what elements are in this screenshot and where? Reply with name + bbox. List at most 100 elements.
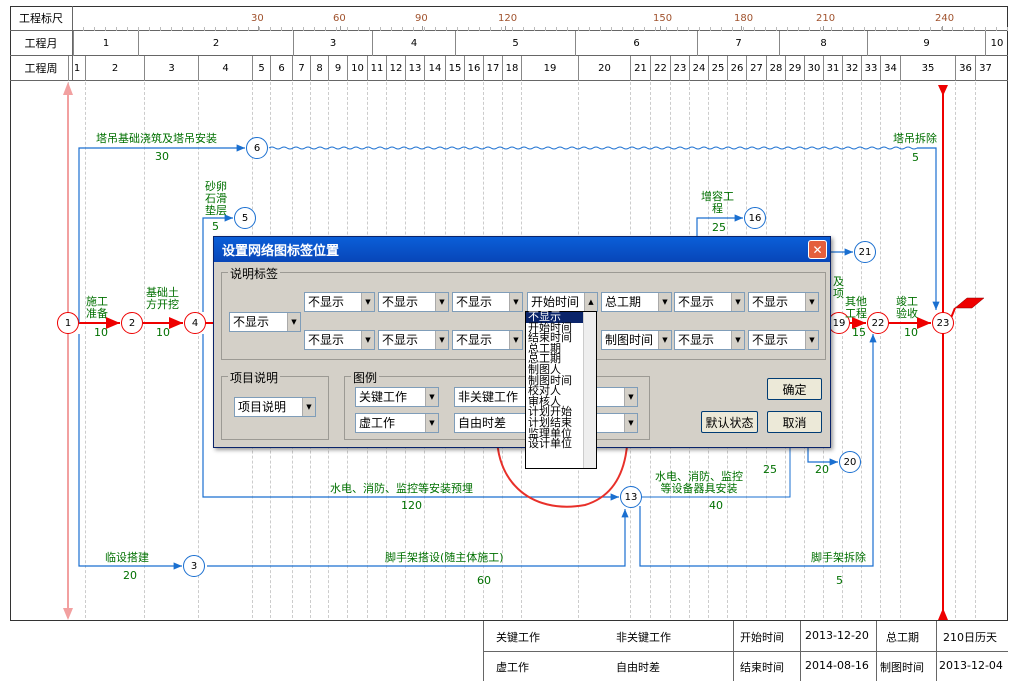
dropdown-option[interactable]: 校对人 [528,384,561,398]
label-jiaoshou-cc: 脚手架拆除 [811,551,866,564]
chevron-down-icon: ▼ [658,293,671,311]
node-13[interactable]: 13 [620,486,642,508]
dropdown-option[interactable]: 监理单位 [528,426,572,440]
label-select-row1-6[interactable]: 不显示▼ [748,292,819,312]
chevron-down-icon: ▲ [584,293,597,311]
ok-button[interactable]: 确定 [767,378,822,400]
legend-group: 图例 [344,369,650,440]
label-dropdown-list[interactable]: 不显示开始时间结束时间总工期总工期制图人制图时间校对人审核人计划开始计划结束监理… [525,311,597,469]
dialog-titlebar[interactable]: 设置网络图标签位置 ✕ [214,237,830,262]
dropdown-option[interactable]: 结束时间 [528,331,572,345]
close-icon[interactable]: ✕ [808,240,827,259]
total-value: 210日历天 [943,631,997,644]
week-cell: 19 [521,56,578,81]
node-20[interactable]: 20 [839,451,861,473]
week-cell: 35 [900,56,955,81]
scale-tick: 90 [415,13,428,24]
node-5[interactable]: 5 [234,207,256,229]
label-select-row1-1[interactable]: 不显示▼ [378,292,449,312]
label-select-row1-5[interactable]: 不显示▼ [674,292,745,312]
chevron-down-icon: ▼ [509,293,522,311]
chevron-down-icon: ▼ [302,398,315,416]
month-cell: 2 [138,31,293,56]
month-cell: 8 [779,31,867,56]
chevron-down-icon: ▼ [425,414,438,432]
default-button[interactable]: 默认状态 [701,411,758,433]
week-cell: 10 [347,56,367,81]
label-select-row2-2[interactable]: 不显示▼ [452,330,523,350]
scale-tick: 240 [935,13,955,24]
left-label-select[interactable]: 不显示▼ [229,312,301,332]
scale-tick: 180 [734,13,754,24]
legend-key-work: 关键工作 [496,631,540,644]
label-select-row1-2[interactable]: 不显示▼ [452,292,523,312]
dropdown-option[interactable]: 总工期 [528,352,561,366]
node-4[interactable]: 4 [184,312,206,334]
scale-tick: 60 [333,13,346,24]
label-select-row1-3[interactable]: 开始时间▲ [527,292,598,312]
label-position-dialog: 设置网络图标签位置 ✕ 说明标签 不显示▼ 项目说明 项目说明▼ 图例 关键工作… [213,236,831,448]
label-select-row2-0[interactable]: 不显示▼ [304,330,375,350]
node-22[interactable]: 22 [867,312,889,334]
dialog-title: 设置网络图标签位置 [222,244,340,259]
node-23[interactable]: 23 [932,312,954,334]
legend-free-float: 自由时差 [616,661,660,674]
node-3[interactable]: 3 [183,555,205,577]
dropdown-option[interactable]: 开始时间 [528,320,572,334]
week-cell: 2 [85,56,144,81]
label-group-title: 说明标签 [228,265,281,282]
month-cell: 7 [697,31,779,56]
label-jiaoshou: 脚手架搭设(随主体施工) [385,551,504,564]
node-6[interactable]: 6 [246,137,268,159]
month-cell: 5 [455,31,575,56]
chevron-down-icon: ▼ [731,331,744,349]
node-16[interactable]: 16 [744,207,766,229]
dropdown-option[interactable]: 计划开始 [528,405,572,419]
dropdown-option[interactable]: 不显示 [526,311,596,323]
week-cell: 27 [746,56,766,81]
total-label: 总工期 [886,631,919,644]
dur-tadiao: 30 [155,150,169,163]
label-tadiao: 塔吊基础浇筑及塔吊安装 [96,132,217,145]
dropdown-option[interactable]: 制图时间 [528,373,572,387]
chevron-down-icon: ▼ [361,293,374,311]
month-cell: 1 [73,31,138,56]
label-select-row2-6[interactable]: 不显示▼ [748,330,819,350]
chevron-down-icon: ▼ [435,293,448,311]
scale-label: 工程标尺 [10,6,73,30]
dropdown-option[interactable]: 制图人 [528,362,561,376]
legend-select-key[interactable]: 关键工作▼ [355,387,439,407]
week-cell: 37 [975,56,995,81]
week-cell: 13 [405,56,424,81]
label-select-row1-4[interactable]: 总工期▼ [601,292,672,312]
legend-select-virtual[interactable]: 虚工作▼ [355,413,439,433]
dropdown-option[interactable]: 设计单位 [528,437,572,451]
dropdown-option[interactable]: 总工期 [528,341,561,355]
scale-tick: 150 [653,13,673,24]
dropdown-scrollbar[interactable] [583,312,596,468]
label-select-row2-4[interactable]: 制图时间▼ [601,330,672,350]
dropdown-option[interactable]: 计划结束 [528,415,572,429]
month-cell: 3 [293,31,372,56]
label-jichu: 基础土 方开挖 [146,286,179,311]
chevron-down-icon: ▼ [624,414,637,432]
chevron-down-icon: ▼ [805,293,818,311]
node-2[interactable]: 2 [121,312,143,334]
dropdown-option[interactable]: 审核人 [528,394,561,408]
scale-tick: 30 [251,13,264,24]
week-cell: 6 [270,56,292,81]
month-cell: 4 [372,31,455,56]
node-21[interactable]: 21 [854,241,876,263]
project-select[interactable]: 项目说明▼ [234,397,316,417]
label-select-row2-1[interactable]: 不显示▼ [378,330,449,350]
start-time-value: 2013-12-20 [805,629,869,642]
label-select-row2-5[interactable]: 不显示▼ [674,330,745,350]
node-1[interactable]: 1 [57,312,79,334]
label-select-row1-0[interactable]: 不显示▼ [304,292,375,312]
cancel-button[interactable]: 取消 [767,411,822,433]
week-cell: 9 [328,56,347,81]
label-shuidian1: 水电、消防、监控等安装预埋 [330,482,473,495]
dur-shuidian2: 40 [709,499,723,512]
dur-qita: 15 [852,326,866,339]
dur-shuidian1: 120 [401,499,422,512]
